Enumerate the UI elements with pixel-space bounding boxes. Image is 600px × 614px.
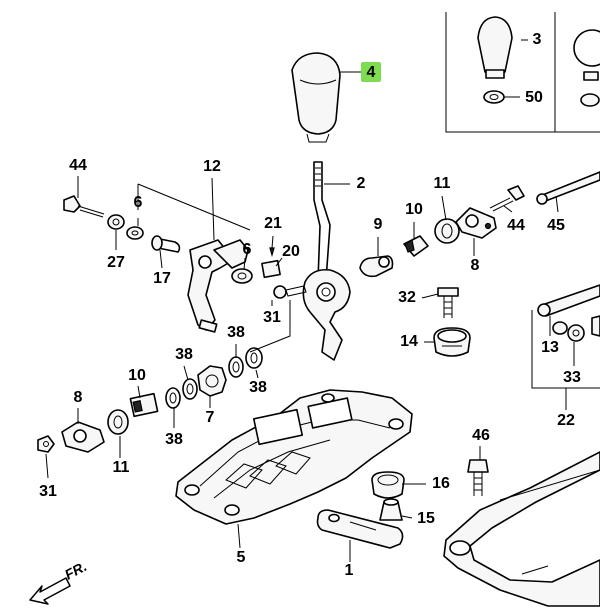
- part-9-joint: [359, 255, 394, 278]
- part-7-gear-bushing: [197, 365, 227, 397]
- part-38-washer-d: [245, 347, 263, 369]
- part-11-collar-right: [434, 218, 460, 244]
- part-12-select-bracket: [187, 239, 249, 333]
- callout-2: 2: [357, 175, 366, 192]
- front-direction-arrow: FR.: [29, 558, 89, 605]
- callout-15: 15: [417, 510, 435, 527]
- arrow-icon: [29, 577, 71, 605]
- callout-21: 21: [264, 215, 282, 232]
- part-46-bolt: [467, 459, 489, 496]
- part-8-bracket-left: [61, 421, 105, 453]
- part-14-mount: [433, 327, 471, 357]
- callout-32: 32: [398, 289, 416, 306]
- part-3-knob-alt: [477, 16, 513, 79]
- callout-20: 20: [282, 243, 300, 260]
- callout-33: 33: [563, 369, 581, 386]
- part-27-washer: [107, 214, 125, 230]
- callout-10b: 10: [405, 201, 423, 218]
- callout-13: 13: [541, 339, 559, 356]
- part-20-block: [261, 259, 281, 279]
- callout-44a: 44: [69, 157, 87, 174]
- callout-4: 4: [367, 64, 376, 81]
- callout-38c: 38: [165, 431, 183, 448]
- callout-27: 27: [107, 254, 125, 271]
- callout-16: 16: [432, 475, 450, 492]
- part-38-washer-a: [165, 387, 181, 409]
- callout-9: 9: [374, 216, 383, 233]
- part-32-bolt: [437, 287, 459, 318]
- subframe: [443, 451, 600, 607]
- callout-1: 1: [345, 562, 354, 579]
- callout-50: 50: [525, 89, 543, 106]
- part-17-bushing: [151, 235, 181, 253]
- inset-panel: [445, 12, 600, 133]
- callout-44b: 44: [507, 217, 525, 234]
- part-2-shift-lever: [302, 161, 351, 361]
- callout-11a: 11: [113, 459, 130, 476]
- part-11-collar-left: [107, 409, 129, 435]
- part-44-bolt-right: [489, 185, 525, 212]
- callout-17: 17: [153, 270, 171, 287]
- part-44-bolt-left: [63, 195, 105, 218]
- part-8-bracket-right: [455, 207, 497, 239]
- callout-7: 7: [206, 409, 215, 426]
- callout-6b: 6: [243, 241, 252, 258]
- part-31-nut-lower: [37, 435, 55, 453]
- callouts: 1 2 3 4 5 6 6 7 8 8 9 10 10 11 11 12 13 …: [39, 31, 581, 579]
- part-6-bushing-left: [126, 226, 144, 240]
- callout-14: 14: [400, 333, 418, 350]
- part-38-washer-c: [228, 356, 244, 378]
- part-ball-knob: [573, 29, 600, 107]
- part-10-bushing-right: [403, 235, 429, 257]
- highlight-callout-4: [361, 62, 381, 82]
- callout-10a: 10: [128, 367, 146, 384]
- part-38-washer-b: [182, 378, 198, 400]
- part-10-bushing-left: [129, 392, 159, 418]
- part-45-cable: [536, 171, 600, 205]
- callout-46: 46: [472, 427, 490, 444]
- callout-12: 12: [203, 158, 221, 175]
- callout-45: 45: [547, 217, 565, 234]
- callout-8b: 8: [471, 257, 480, 274]
- part-4-shift-knob: [291, 52, 341, 143]
- callout-5: 5: [237, 549, 246, 566]
- part-6-bushing-right: [231, 268, 253, 284]
- part-22-cable-bracket: [531, 284, 600, 389]
- callout-8a: 8: [74, 389, 83, 406]
- part-16-mount: [371, 471, 405, 499]
- callout-11b: 11: [434, 175, 451, 192]
- part-31-nut-upper: [273, 285, 307, 299]
- callout-38b: 38: [227, 324, 245, 341]
- part-50-nut: [483, 90, 505, 104]
- part-21-pin: [269, 247, 275, 258]
- callout-3: 3: [533, 31, 542, 48]
- part-5-base-plate: [175, 389, 413, 525]
- callout-31a: 31: [263, 309, 281, 326]
- part-15-nut: [379, 498, 403, 521]
- callout-6a: 6: [134, 194, 143, 211]
- callout-38d: 38: [249, 379, 267, 396]
- leader-lines: [45, 39, 575, 562]
- callout-22: 22: [557, 412, 575, 429]
- callout-31b: 31: [39, 483, 57, 500]
- callout-38a: 38: [175, 346, 193, 363]
- part-1-plate: [316, 509, 404, 549]
